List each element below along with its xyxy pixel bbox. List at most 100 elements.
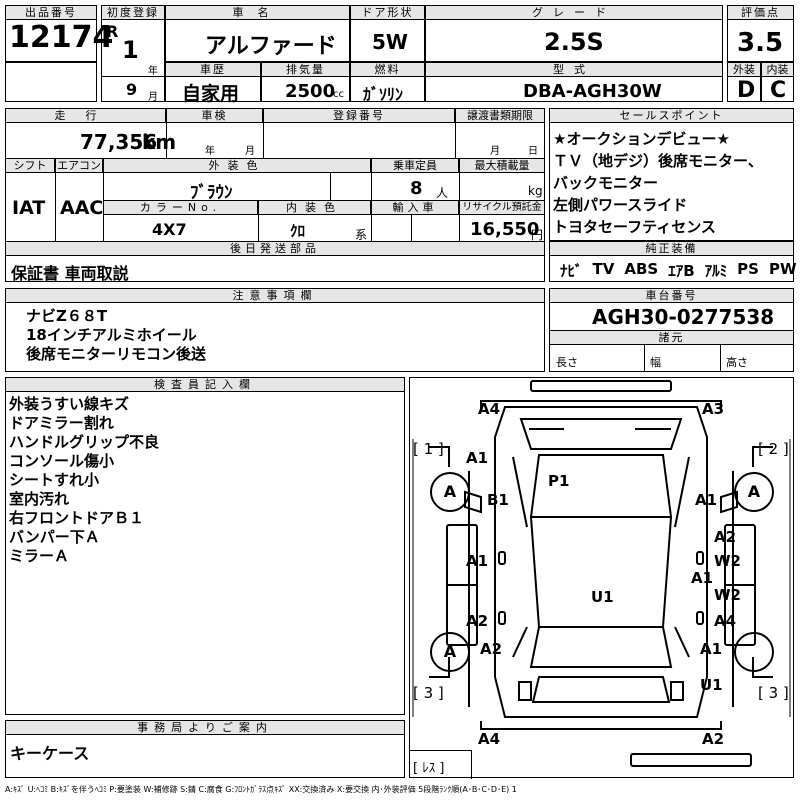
- shift-label: シフト: [5, 158, 55, 173]
- damage-mark: A2: [702, 730, 725, 748]
- history-label: 車歴: [165, 62, 261, 77]
- reg-label: 登録番号: [263, 108, 455, 123]
- mileage: 77,356: [80, 130, 158, 154]
- damage-mark: A1: [695, 491, 718, 509]
- displacement: 2500: [285, 81, 336, 102]
- specs-label: 諸元: [549, 330, 794, 345]
- lot-blank: [5, 62, 97, 102]
- ac-label: エアコン: [55, 158, 103, 173]
- interior-label: 内装: [761, 62, 794, 77]
- ac: AAC: [60, 197, 104, 219]
- lot-label: 出品番号: [5, 5, 97, 20]
- tire-rear-right[interactable]: [734, 632, 774, 672]
- car-name: アルファード: [205, 34, 337, 59]
- chassis-number: AGH30-0277538: [592, 305, 775, 329]
- door: 5W: [372, 30, 408, 54]
- sales-line: トヨタセーフティセンス: [553, 218, 716, 236]
- import-label: 輸入車: [371, 200, 459, 215]
- inspector-line: バンパー下Ａ: [9, 528, 100, 546]
- first-reg-label: 初度登録: [101, 5, 165, 20]
- model: DBA-AGH30W: [523, 81, 662, 102]
- damage-mark: A3: [702, 400, 725, 418]
- inspector-line: コンソール傷小: [9, 452, 115, 470]
- equipment-items: ﾅﾋﾞ TV ABS ｴｱB ｱﾙﾐ PS PW: [560, 260, 797, 281]
- equipment-item: ﾅﾋﾞ: [560, 262, 583, 280]
- damage-mark: W2: [714, 552, 741, 570]
- transfer-day-unit: 日: [528, 146, 538, 157]
- length-label: 長さ: [556, 356, 578, 369]
- spare-tire-label: [ ﾚｽ ]: [413, 761, 445, 776]
- sales-line: 左側パワースライド: [553, 196, 688, 214]
- model-label: 型式: [425, 62, 723, 77]
- seats-label: 乗車定員: [371, 158, 459, 173]
- color: ﾌﾞﾗｳﾝ: [190, 183, 233, 203]
- sales-label: セールスポイント: [549, 108, 794, 123]
- inspector-lines: 外装うすい線キズ ドアミラー割れ ハンドルグリップ不良 コンソール傷小 シートす…: [9, 395, 159, 566]
- mileage-label: 走行: [5, 108, 166, 123]
- lot-number: 12174: [9, 20, 114, 55]
- inspection-year-unit: 年: [205, 146, 215, 157]
- damage-mark: A2: [466, 612, 489, 630]
- notes-label: 注意事項欄: [5, 288, 545, 303]
- exterior-grade: D: [737, 78, 756, 103]
- inspector-line: ハンドルグリップ不良: [9, 433, 160, 451]
- damage-mark: A1: [700, 640, 723, 658]
- era: R: [106, 22, 119, 41]
- damage-mark: A1: [466, 449, 489, 467]
- displacement-unit: cc: [333, 89, 344, 100]
- damage-mark: A4: [714, 612, 737, 630]
- car-name-label: 車名: [165, 5, 350, 20]
- transfer-month-unit: 月: [490, 146, 500, 157]
- recycle: 16,550: [470, 219, 540, 240]
- fuel-label: 燃料: [350, 62, 425, 77]
- seats-unit: 人: [436, 186, 449, 200]
- displacement-label: 排気量: [261, 62, 350, 77]
- inspector-line: シートすれ小: [9, 471, 100, 489]
- tire-label-front-left: [ 1 ]: [413, 440, 444, 458]
- door-label: ドア形状: [350, 5, 425, 20]
- exterior-label: 外装: [727, 62, 761, 77]
- office-label: 事務局よりご案内: [5, 720, 405, 735]
- history: 自家用: [182, 83, 240, 105]
- sales-line: バックモニター: [553, 174, 659, 192]
- equipment-item: ｱﾙﾐ: [704, 262, 728, 280]
- shift: IAT: [12, 197, 46, 219]
- grade-label: グレード: [425, 5, 723, 20]
- equipment-item: TV: [592, 260, 615, 278]
- inspector-line: ミラーＡ: [9, 547, 70, 565]
- color-no-label: カラーNo.: [103, 200, 258, 215]
- equipment-item: ABS: [624, 260, 659, 278]
- car-diagram: [412, 380, 791, 767]
- damage-mark: A4: [478, 730, 501, 748]
- transfer-label: 譲渡書類期限: [455, 108, 545, 123]
- mileage-unit: km: [142, 130, 177, 154]
- inspector-line: 右フロントドアＢ１: [9, 509, 145, 527]
- tire-rear-left[interactable]: A: [430, 632, 470, 672]
- inspector-line: ドアミラー割れ: [9, 414, 114, 432]
- damage-mark: B1: [487, 491, 509, 509]
- tire-front-right[interactable]: A: [734, 472, 774, 512]
- later-label: 後日発送部品: [5, 241, 545, 256]
- equipment-item: PS: [737, 260, 759, 278]
- year-value: 1: [122, 36, 139, 64]
- inspection-label: 車検: [166, 108, 263, 123]
- interior-grade: C: [770, 78, 787, 103]
- recycle-label: リサイクル預託金: [459, 200, 545, 215]
- year-unit: 年: [148, 66, 158, 77]
- damage-mark: W2: [714, 586, 741, 604]
- diagram-frame: [409, 377, 794, 778]
- chassis-label: 車台番号: [549, 288, 794, 303]
- damage-mark: P1: [548, 472, 570, 490]
- score: 3.5: [737, 28, 784, 58]
- int-color-unit: 系: [355, 228, 368, 242]
- tire-front-left[interactable]: A: [430, 472, 470, 512]
- equipment-label: 純正装備: [549, 241, 794, 256]
- month-unit: 月: [148, 92, 158, 103]
- inspector-line: 外装うすい線キズ: [9, 395, 130, 413]
- legend: A:ｷｽﾞ U:ﾍｺﾐ B:ｷｽﾞを伴うﾍｺﾐ P:要塗装 W:補修跡 S:錆 …: [5, 785, 517, 794]
- notes-lines: ナビZ６８T 18インチアルミホイール 後席モニターリモコン後送: [26, 307, 206, 364]
- damage-mark: A4: [478, 400, 501, 418]
- notes-line: ナビZ６８T: [26, 307, 108, 325]
- int-color-label: 内装色: [258, 200, 371, 215]
- color-label: 外装色: [103, 158, 371, 173]
